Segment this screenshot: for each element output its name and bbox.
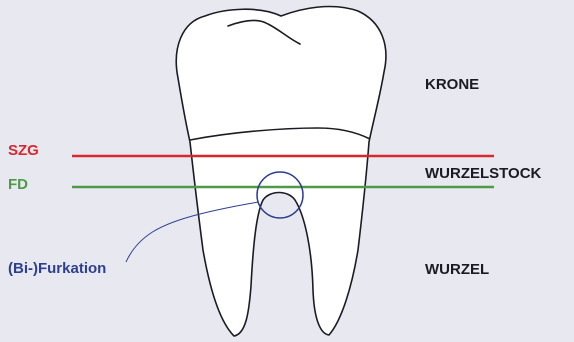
fd-label: FD (8, 177, 28, 192)
wurzelstock-label: WURZELSTOCK (425, 166, 541, 181)
furkation-label: (Bi-)Furkation (8, 261, 106, 276)
tooth-outline (176, 7, 386, 336)
wurzel-label: WURZEL (425, 262, 489, 277)
krone-label: KRONE (425, 77, 479, 92)
szg-label: SZG (8, 143, 39, 158)
